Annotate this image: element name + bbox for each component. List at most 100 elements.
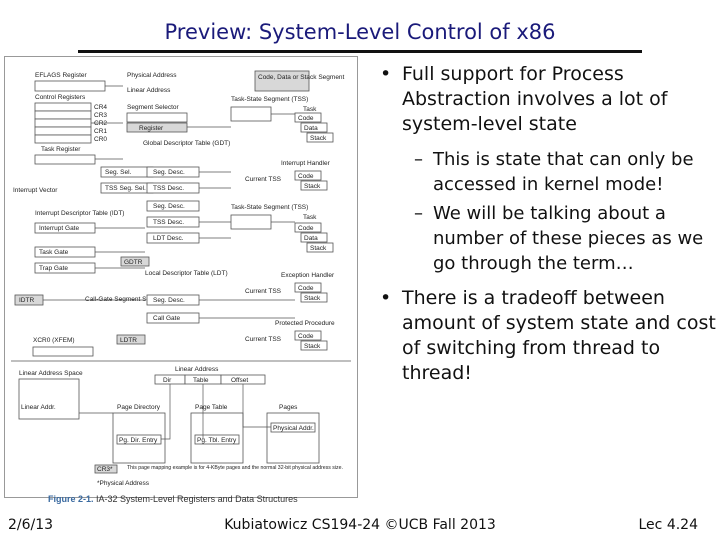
ldtr-label: LDTR (120, 337, 137, 344)
xcr0-box (32, 346, 94, 357)
trap-gate-label: Trap Gate (39, 265, 68, 272)
tss-box-2 (230, 214, 272, 230)
stack-label-1: Stack (310, 135, 327, 142)
linear-address-space-label: Linear Address Space (19, 370, 83, 377)
slide-title: Preview: System-Level Control of x86 (164, 20, 556, 44)
bullet-dot-1: • (380, 63, 392, 85)
stack-label-4: Stack (304, 295, 321, 302)
tss-box-1 (230, 106, 272, 122)
cr1-box (34, 126, 92, 136)
current-tss-label-3: Current TSS (245, 336, 282, 343)
stack-label-3: Stack (310, 245, 327, 252)
footer-page-number: Lec 4.24 (638, 517, 699, 533)
sub-bullet-2-text: We will be talking about a number of the… (433, 203, 704, 274)
bullet-dot-2: • (380, 287, 392, 309)
current-tss-label-2: Current TSS (245, 288, 282, 295)
pg-dir-entry-label: Pg. Dir. Entry (119, 437, 158, 444)
figure-caption: Figure 2-1. IA-32 System-Level Registers… (48, 494, 298, 504)
eflags-box (34, 80, 106, 92)
cr4-label: CR4 (94, 104, 107, 111)
task-register-box (34, 154, 96, 165)
footer-date: 2/6/13 (8, 517, 54, 533)
pg-tbl-entry-label: Pg. Tbl. Entry (197, 437, 237, 444)
physical-address-label: Physical Address (127, 72, 177, 79)
system-registers-figure: EFLAGS Register Control Registers CR4 CR… (4, 56, 358, 498)
offset-label: Offset (231, 377, 248, 384)
call-gate-label: Call Gate (153, 315, 180, 322)
cr4-box (34, 102, 92, 112)
gdtr-label: GDTR (124, 259, 143, 266)
ldt-desc-label: LDT Desc. (153, 235, 184, 242)
exception-handler-label: Exception Handler (281, 272, 335, 279)
physical-addr-box (270, 422, 316, 433)
tss-desc-label-1: TSS Desc. (153, 185, 184, 192)
cr2-box (34, 118, 92, 128)
code-box-2 (294, 170, 322, 181)
bullet-1-text: Full support for Process Abstraction inv… (402, 63, 668, 135)
cr2-label: CR2 (94, 120, 107, 127)
cr3-star-box (94, 464, 118, 474)
paging-linear-address-label: Linear Address (175, 366, 219, 373)
title-underline (78, 50, 642, 53)
stack-box-4 (300, 292, 328, 303)
interrupt-gate-label: Interrupt Gate (39, 225, 79, 232)
data-label-3: Data (304, 235, 318, 242)
code-label-3: Code (298, 225, 314, 232)
linear-addr-label: Linear Addr. (21, 404, 56, 411)
stack-box-5 (300, 340, 328, 351)
code-label-4: Code (298, 285, 314, 292)
code-data-stack-label: Code, Data or Stack Segment (258, 74, 345, 81)
connector-lines (43, 85, 295, 319)
sub-bullet-dash-2: – (414, 203, 423, 224)
tss-label-1: Task-State Segment (TSS) (231, 96, 308, 103)
caption-number: Figure 2-1. (48, 494, 94, 504)
segment-selector-label: Segment Selector (127, 104, 180, 111)
seg-desc-label-2: Seg. Desc. (153, 203, 185, 210)
code-label-5: Code (298, 333, 314, 340)
linear-address-label: Linear Address (127, 87, 171, 94)
pg-dir-entry-box (116, 434, 162, 445)
ldt-label: Local Descriptor Table (LDT) (145, 270, 228, 277)
idt-label: Interrupt Descriptor Table (IDT) (35, 210, 124, 217)
data-label-1: Data (304, 125, 318, 132)
cr0-box (34, 134, 92, 144)
table-label: Table (193, 377, 209, 384)
caption-text: IA-32 System-Level Registers and Data St… (96, 494, 298, 504)
register-label: Register (139, 125, 164, 132)
code-box-5 (294, 330, 322, 341)
cr3-star-label: CR3* (97, 466, 113, 473)
sub-bullet-2: – We will be talking about a number of t… (372, 201, 717, 276)
code-box-4 (294, 282, 322, 293)
stack-label-5: Stack (304, 343, 321, 350)
sub-bullet-dash-1: – (414, 149, 423, 170)
page-directory-label: Page Directory (117, 404, 161, 411)
current-tss-label-1: Current TSS (245, 176, 282, 183)
linear-address-space-box (18, 378, 80, 420)
paging-connector-lines (79, 384, 271, 440)
physical-address-note: *Physical Address (97, 480, 150, 487)
bullet-2-text: There is a tradeoff between amount of sy… (402, 287, 716, 384)
tss-seg-sel-label: TSS Seg. Sel. (105, 185, 146, 192)
code-label-1: Code (298, 115, 314, 122)
figure-diagram: EFLAGS Register Control Registers CR4 CR… (11, 70, 351, 487)
segment-selector-box (126, 112, 188, 123)
call-gate-selector-label: Call-Gate Segment Selector (85, 296, 167, 303)
pages-box (266, 412, 320, 464)
sub-bullet-1: – This is state that can only be accesse… (372, 147, 717, 197)
sub-bullet-1-text: This is state that can only be accessed … (433, 149, 694, 195)
dir-label: Dir (163, 377, 172, 384)
data-box-1 (300, 122, 328, 133)
cr1-label: CR1 (94, 128, 107, 135)
tss-label-2: Task-State Segment (TSS) (231, 204, 308, 211)
idtr-label: IDTR (19, 297, 34, 304)
cr0-label: CR0 (94, 136, 107, 143)
page-table-label: Page Table (195, 404, 228, 411)
gdt-label: Global Descriptor Table (GDT) (143, 140, 230, 147)
bullet-1: • Full support for Process Abstraction i… (372, 62, 717, 137)
stack-label-2: Stack (304, 183, 321, 190)
paging-note: This page mapping example is for 4-KByte… (127, 465, 343, 471)
tss-desc-label-2: TSS Desc. (153, 219, 184, 226)
code-box-1 (294, 112, 322, 123)
control-regs-label: Control Registers (35, 94, 86, 101)
physical-addr-label: Physical Addr. (273, 425, 314, 432)
